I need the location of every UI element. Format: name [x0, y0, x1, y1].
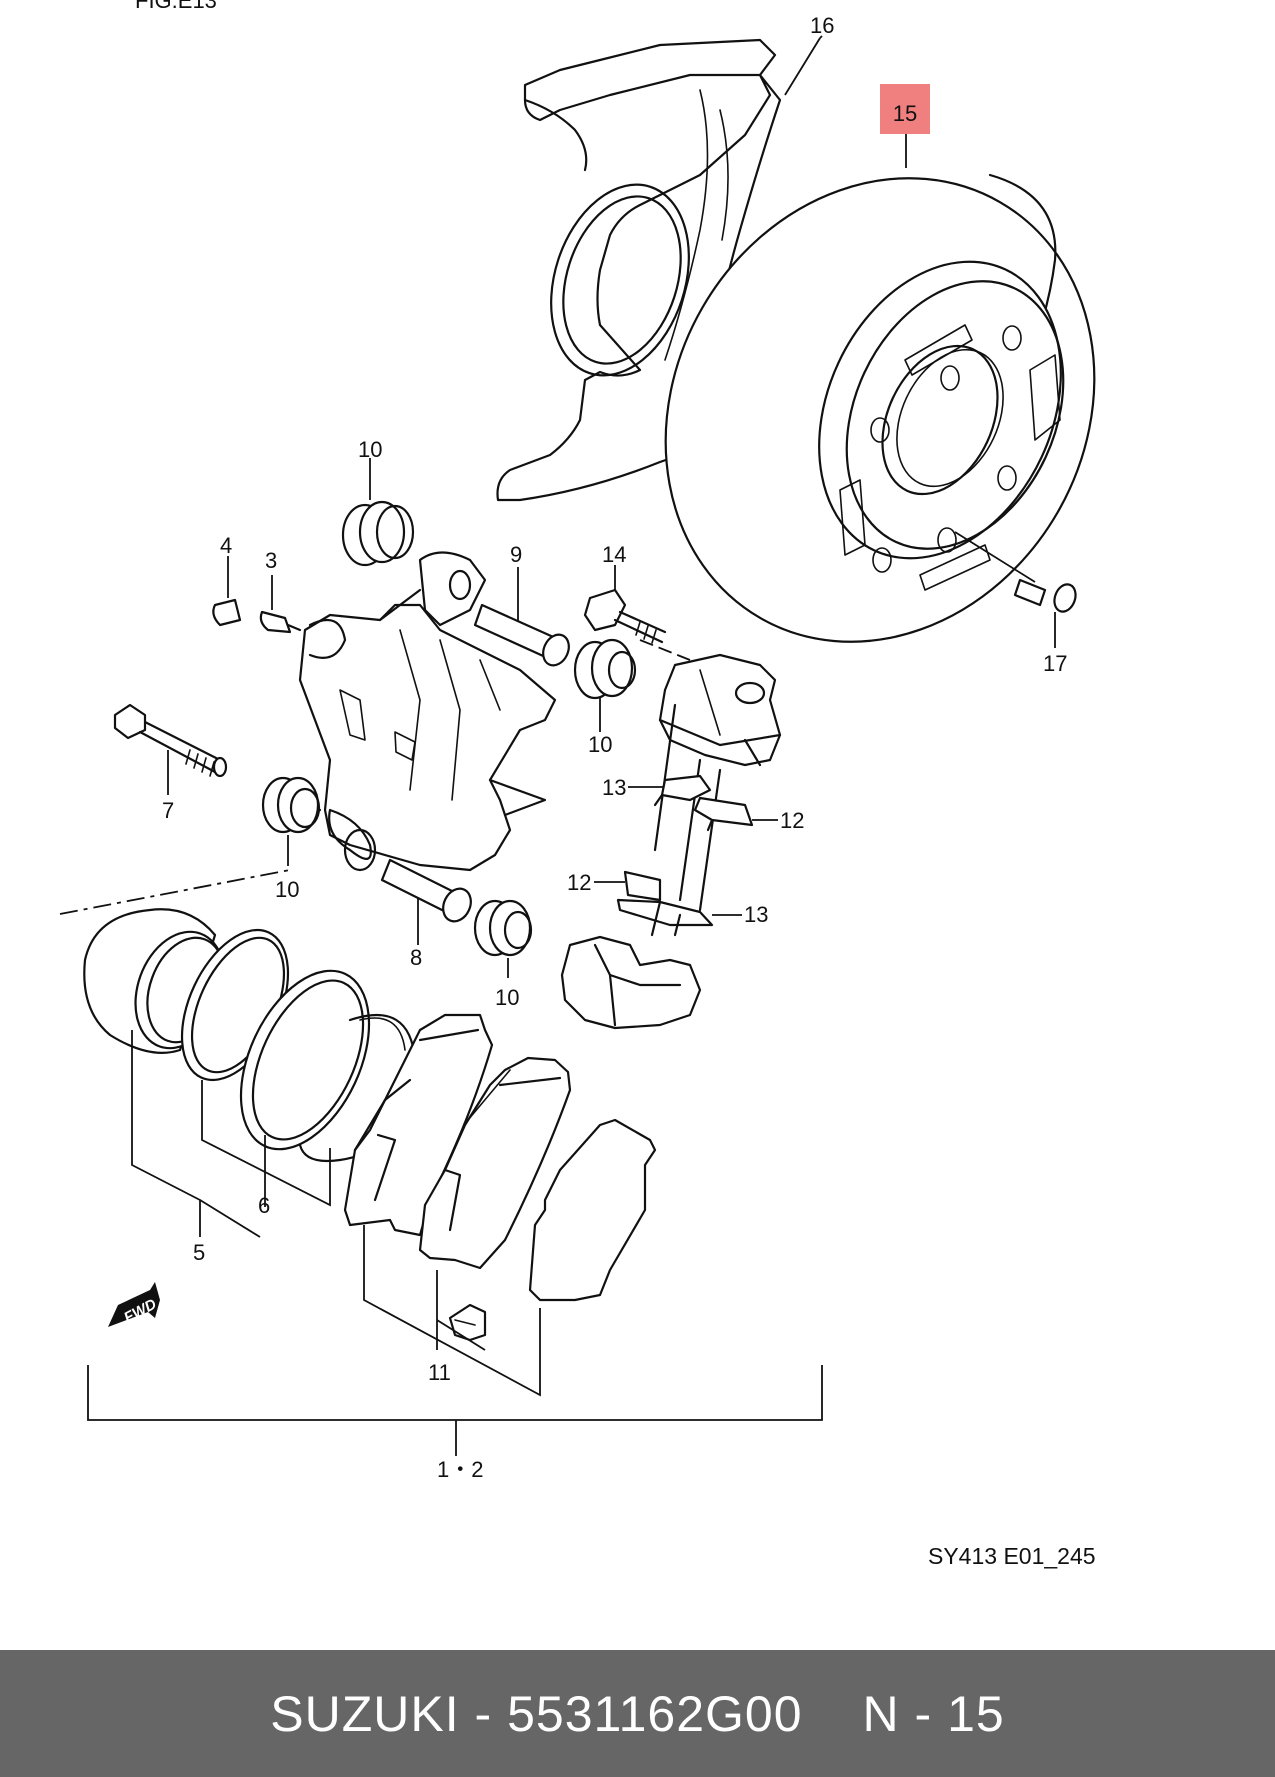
- highlight-badge: [880, 84, 930, 134]
- callout-1-2: 1・2: [437, 1457, 483, 1482]
- callout-4: 4: [220, 533, 232, 558]
- callout-9: 9: [510, 542, 522, 567]
- callout-8: 8: [410, 945, 422, 970]
- footer-ref: N - 15: [862, 1685, 1005, 1742]
- callout-14: 14: [602, 542, 626, 567]
- callout-3: 3: [265, 548, 277, 573]
- disc-screw-part: 17: [954, 531, 1077, 676]
- bracket-bolt-part: 14: [583, 542, 667, 644]
- piston-seal-part: 6: [180, 928, 417, 1218]
- assembly-bracket: 1・2: [87, 1365, 823, 1482]
- callout-10-top: 10: [358, 437, 382, 462]
- bleeder-cap-part: 4: [212, 533, 242, 627]
- shim-clips-part: 13 12 12 13: [567, 774, 804, 937]
- callout-7: 7: [162, 798, 174, 823]
- guide-pin-part-8: 8: [380, 858, 472, 970]
- drawing-code: SY413 E01_245: [928, 1543, 1096, 1569]
- caliper-bracket-lower: [560, 935, 702, 1030]
- figure-title-cropped: FIG.E13: [135, 0, 217, 13]
- exploded-parts-diagram: FIG.E13 16 15: [59, 0, 1096, 1482]
- callout-10-left: 10: [275, 877, 299, 902]
- footer-separator: -: [474, 1685, 493, 1742]
- boot-part-top: 10: [341, 437, 415, 567]
- callout-10-bottom: 10: [495, 985, 519, 1010]
- bleeder-screw-part: 3: [259, 548, 302, 634]
- callout-12-lower: 12: [567, 870, 591, 895]
- callout-12-upper: 12: [780, 808, 804, 833]
- caliper-body-part: [298, 551, 557, 872]
- caliper-bolt-part: 7: [113, 703, 228, 823]
- callout-16: 16: [810, 13, 834, 38]
- boot-part-left: 10: [261, 776, 321, 902]
- footer-bar: SUZUKI - 5531162G00 N - 15: [0, 1650, 1275, 1777]
- footer-part-number: 5531162G00: [507, 1685, 803, 1742]
- guide-pin-part-9: 9: [473, 542, 570, 667]
- callout-10-right: 10: [588, 732, 612, 757]
- brake-disc-part: 15: [664, 84, 1096, 643]
- dust-shield-part: 16: [496, 13, 834, 502]
- callout-17: 17: [1043, 651, 1067, 676]
- piston-part: 5: [83, 908, 261, 1265]
- callout-15: 15: [893, 101, 917, 126]
- brake-pads-part: 11: [343, 1013, 657, 1397]
- boot-part-bottom: 10: [473, 899, 533, 1010]
- callout-13-upper: 13: [602, 775, 626, 800]
- forward-arrow-icon: FWD: [108, 1282, 160, 1327]
- callout-6: 6: [258, 1193, 270, 1218]
- callout-13-lower: 13: [744, 902, 768, 927]
- callout-11: 11: [428, 1360, 451, 1385]
- boot-part-right: 10: [573, 638, 637, 757]
- caliper-bracket-upper: [653, 653, 782, 912]
- callout-5: 5: [193, 1240, 205, 1265]
- footer-brand: SUZUKI: [270, 1685, 460, 1742]
